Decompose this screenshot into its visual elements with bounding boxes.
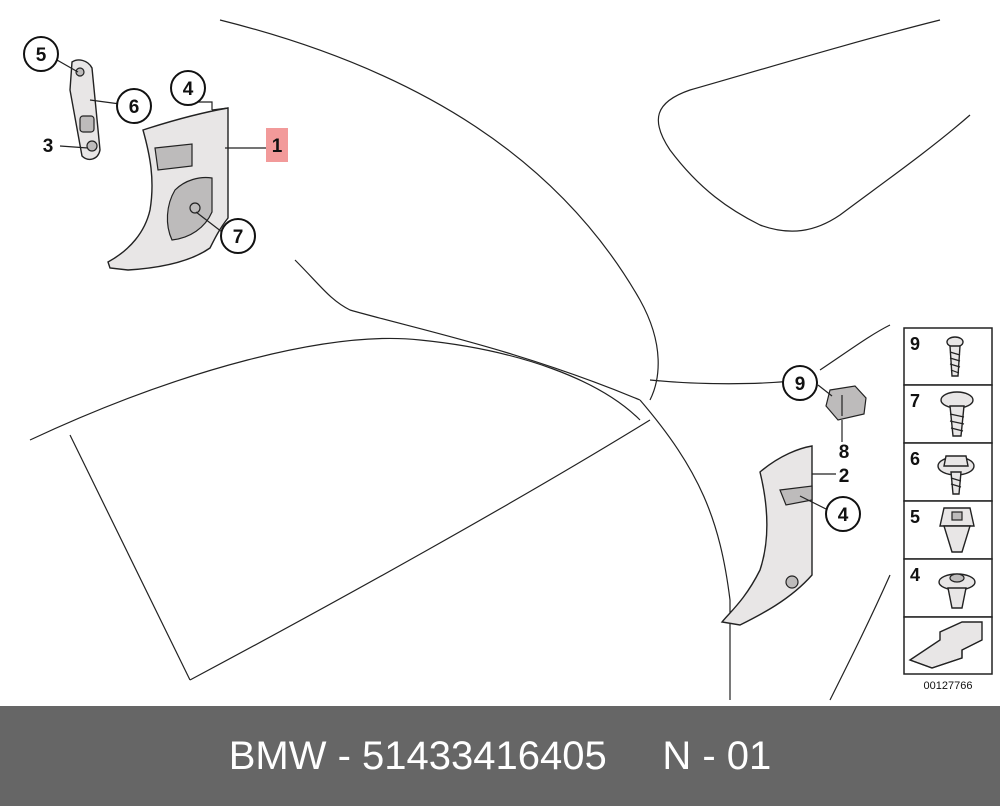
svg-text:4: 4 (183, 79, 194, 100)
upper-trim-panel (107, 107, 229, 271)
brand-label: BMW (228, 733, 327, 778)
legend-item-5: 4 (910, 565, 920, 585)
callout-1-highlighted: 1 (266, 128, 288, 162)
callout-2: 2 (839, 466, 850, 487)
part-number: 51433416405 (362, 733, 607, 778)
svg-text:5: 5 (36, 45, 47, 66)
screw-pan-head-icon (940, 391, 974, 437)
svg-text:8: 8 (839, 442, 850, 463)
legend-item-3: 6 (910, 449, 920, 469)
svg-text:3: 3 (43, 136, 54, 157)
callout-4-bottom: 4 (825, 496, 861, 532)
callout-8: 8 (839, 442, 850, 463)
lower-trim-panel (720, 445, 813, 626)
callout-3: 3 (43, 136, 54, 157)
clip-part (825, 385, 867, 421)
bracket-assembly (69, 59, 101, 161)
svg-text:4: 4 (838, 505, 849, 526)
spacer (607, 734, 663, 779)
legend-item-4: 5 (910, 507, 920, 527)
callout-4-top: 4 (170, 70, 206, 106)
svg-text:1: 1 (272, 136, 283, 157)
callout-7: 7 (220, 218, 256, 254)
legend-item-1: 9 (910, 334, 920, 354)
arrow-icon (908, 621, 983, 669)
callout-9: 9 (782, 365, 818, 401)
clip-nut-icon (939, 507, 975, 553)
svg-text:6: 6 (129, 97, 140, 118)
screw-small-icon (946, 336, 964, 377)
leader-lines (56, 59, 843, 511)
svg-text:2: 2 (839, 466, 850, 487)
car-body-outline (29, 19, 971, 701)
legend-item-2: 7 (910, 391, 920, 411)
variant-label: N - 01 (662, 733, 772, 778)
callout-6-top: 6 (116, 88, 152, 124)
part-number-footer: BMW - 51433416405 N - 01 (0, 706, 1000, 806)
push-rivet-icon (938, 573, 976, 609)
exploded-view-drawing: 5 6 3 4 1 7 9 8 2 4 9 7 6 (23, 19, 993, 701)
svg-text:7: 7 (233, 227, 244, 248)
separator: - (326, 733, 363, 778)
fastener-legend: 9 7 6 5 4 (903, 327, 993, 692)
diagram-reference-number: 00127766 (924, 680, 973, 692)
hex-flange-bolt-icon (937, 455, 975, 495)
svg-text:9: 9 (795, 374, 806, 395)
callout-5-top: 5 (23, 36, 59, 72)
